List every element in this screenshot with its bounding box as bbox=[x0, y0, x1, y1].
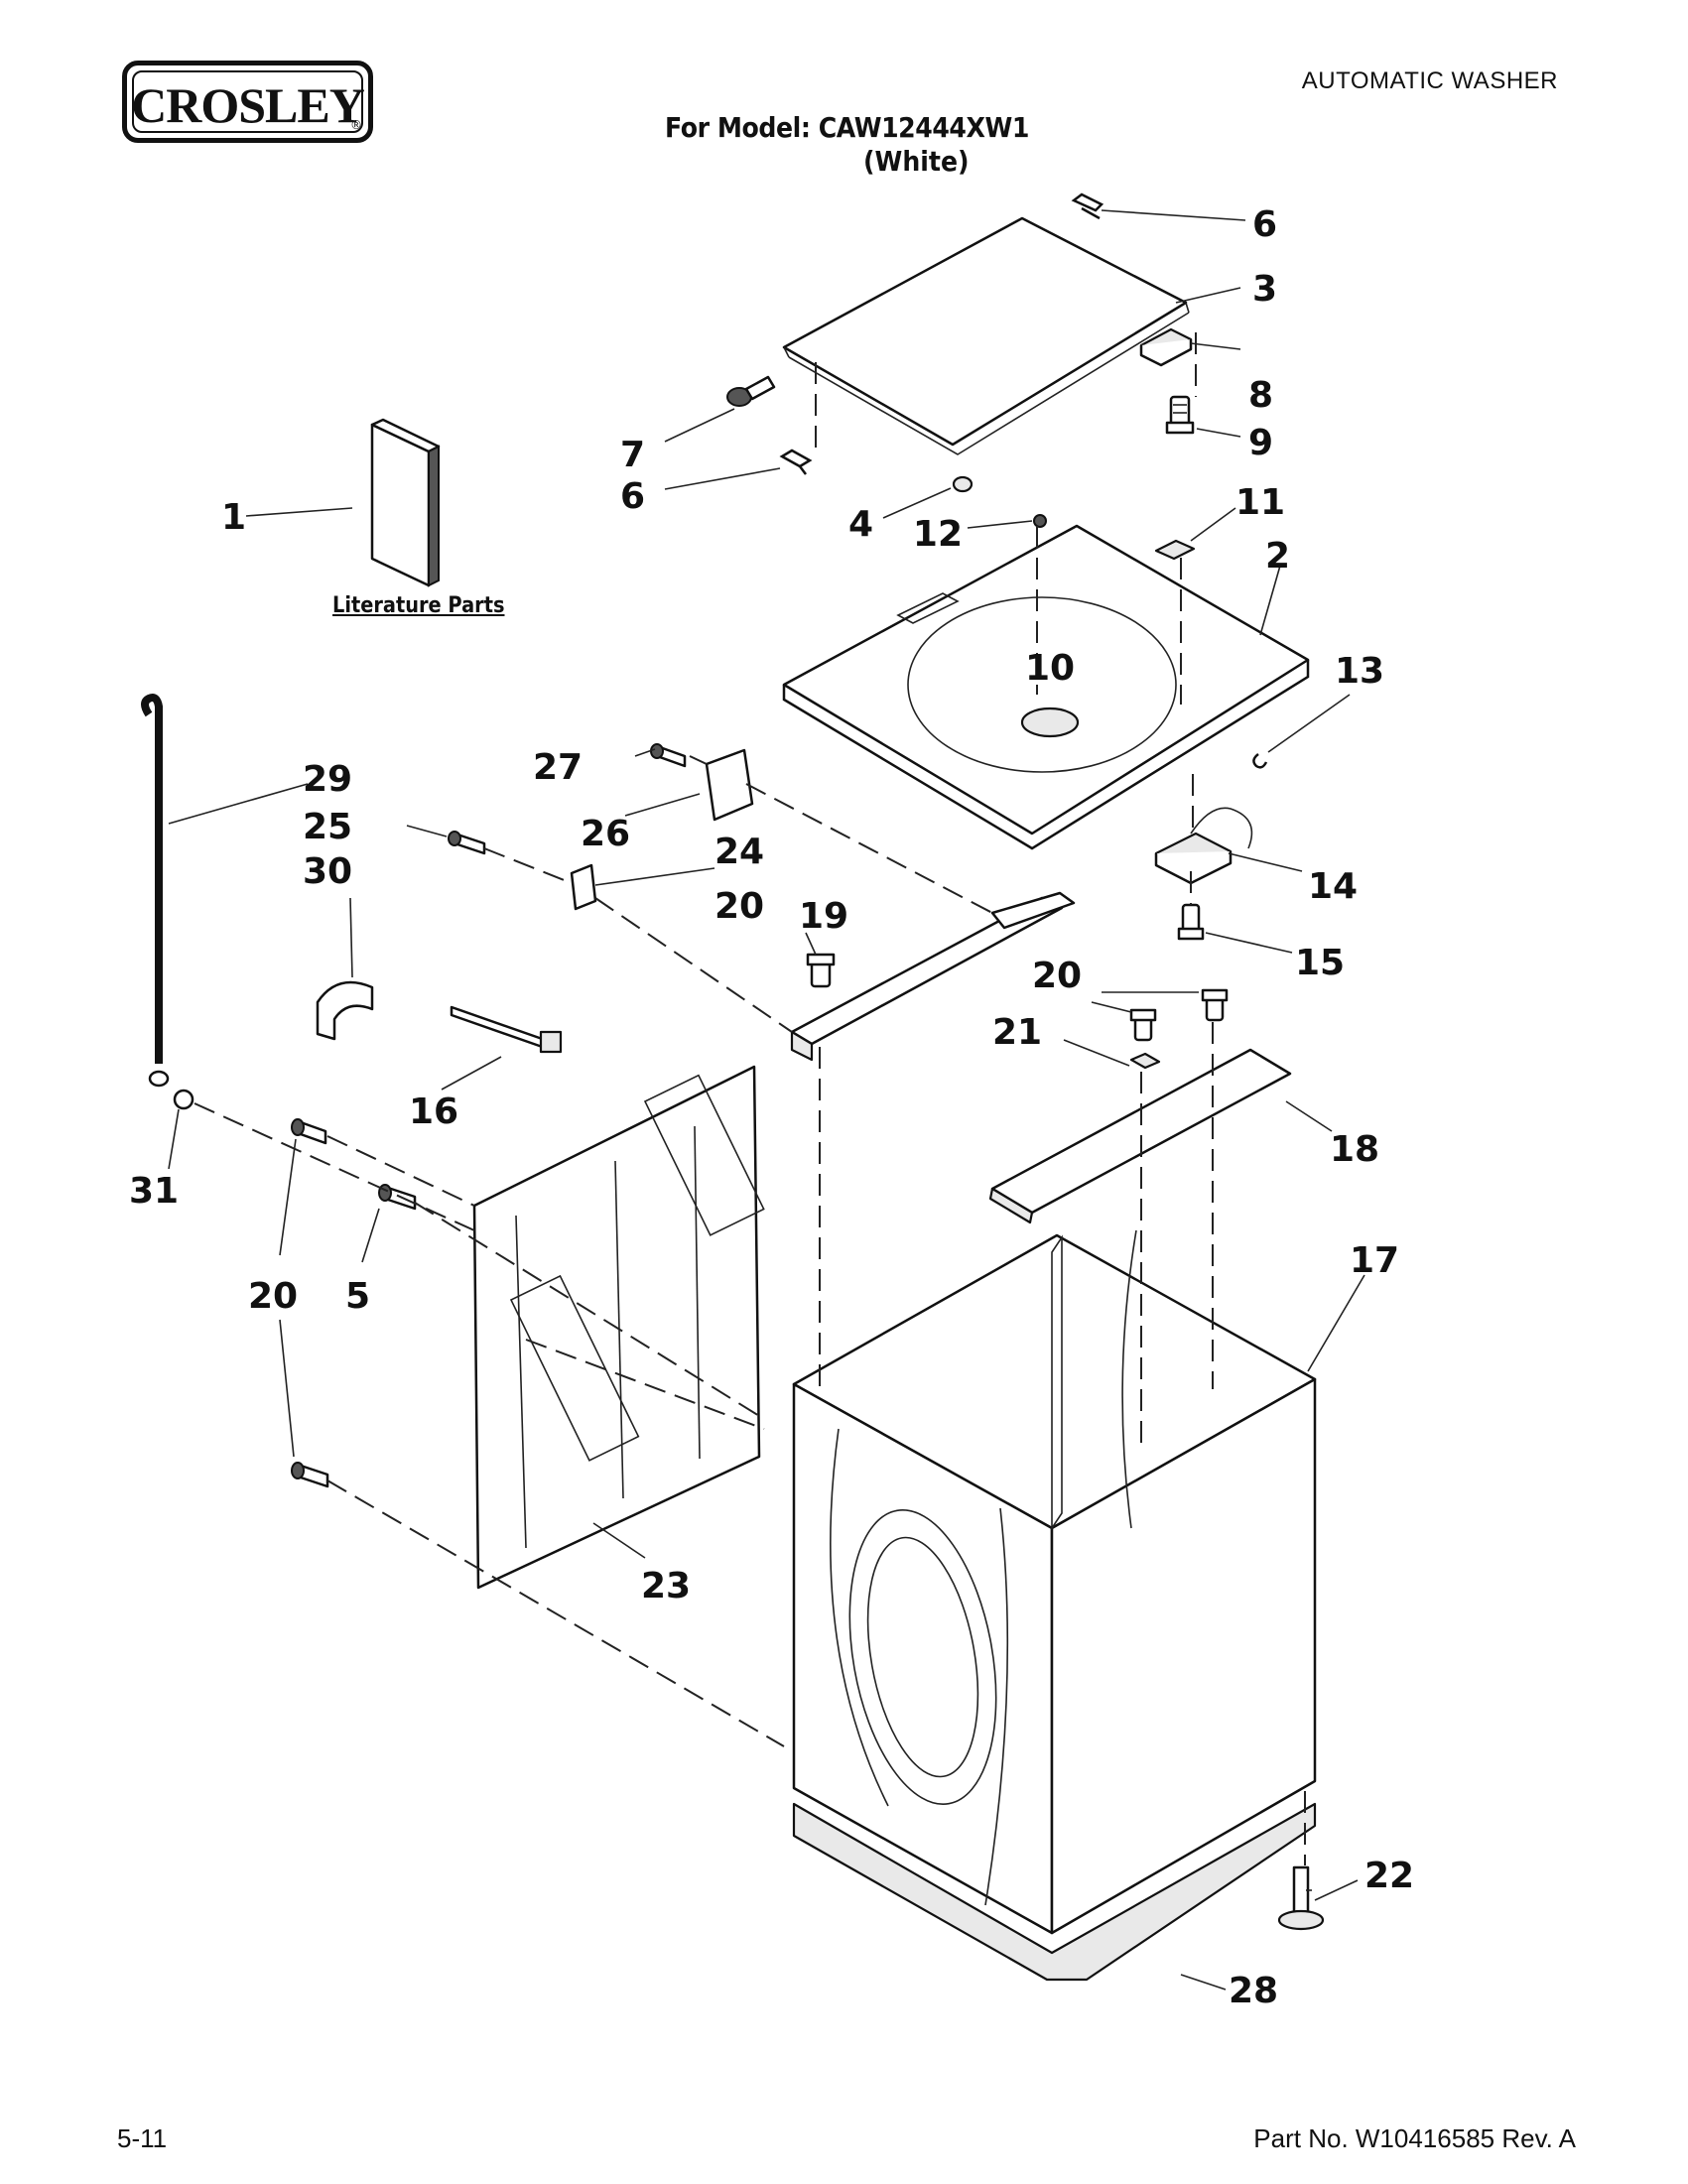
part-front-rail bbox=[988, 1048, 1292, 1224]
part-drain-hose bbox=[141, 694, 170, 1088]
part-clip-21 bbox=[1129, 1052, 1161, 1070]
callout-6-top: 6 bbox=[1252, 204, 1277, 245]
crosley-logo: CROSLEY ® bbox=[122, 61, 373, 143]
part-screw-9 bbox=[1165, 395, 1195, 435]
part-switch-box bbox=[1154, 807, 1253, 885]
callout-30: 30 bbox=[303, 851, 352, 892]
model-number: For Model: CAW12444XW1 bbox=[665, 111, 1029, 144]
part-clip-13 bbox=[1252, 753, 1268, 769]
callout-4: 4 bbox=[848, 504, 873, 545]
callout-22: 22 bbox=[1364, 1856, 1414, 1896]
part-rear-rail bbox=[790, 891, 1076, 1062]
part-strike bbox=[1154, 539, 1196, 561]
callout-24: 24 bbox=[714, 832, 764, 872]
product-type: AUTOMATIC WASHER bbox=[1301, 67, 1558, 94]
callout-20-front: 20 bbox=[1032, 956, 1082, 996]
model-color: (White) bbox=[863, 145, 970, 178]
part-screw-20e bbox=[291, 1462, 329, 1488]
callout-16: 16 bbox=[409, 1092, 458, 1132]
callout-10: 10 bbox=[1025, 648, 1075, 689]
callout-31: 31 bbox=[129, 1171, 179, 1212]
part-base bbox=[792, 1802, 1317, 1982]
part-screw-7 bbox=[726, 375, 776, 407]
callout-8: 8 bbox=[1248, 375, 1273, 416]
callout-27: 27 bbox=[533, 747, 583, 788]
callout-20-rail: 20 bbox=[714, 886, 764, 927]
part-rear-panel bbox=[472, 1065, 765, 1590]
callout-3: 3 bbox=[1252, 269, 1277, 310]
leader-lines bbox=[168, 209, 1365, 1991]
part-strap bbox=[450, 1005, 563, 1054]
part-top-panel bbox=[782, 524, 1310, 850]
part-lid-switch bbox=[1139, 327, 1193, 367]
callout-2: 2 bbox=[1265, 536, 1290, 577]
callout-25: 25 bbox=[303, 807, 352, 847]
callout-18: 18 bbox=[1330, 1129, 1379, 1170]
callout-1: 1 bbox=[221, 497, 246, 538]
part-screw-12 bbox=[1033, 514, 1047, 528]
part-screw-20a bbox=[806, 953, 836, 988]
callout-14: 14 bbox=[1308, 866, 1358, 907]
part-screw-25 bbox=[448, 831, 486, 855]
part-lid bbox=[782, 216, 1190, 455]
part-hinge-top bbox=[1071, 193, 1104, 220]
callout-11: 11 bbox=[1235, 482, 1285, 523]
part-screw-20b bbox=[1129, 1008, 1157, 1042]
footer-date: 5-11 bbox=[117, 2123, 168, 2153]
literature-parts-label: Literature Parts bbox=[332, 593, 505, 618]
callout-23: 23 bbox=[641, 1566, 691, 1606]
callout-5: 5 bbox=[345, 1276, 370, 1317]
part-hinge-lower bbox=[779, 449, 813, 475]
footer-part-number: Part No. W10416585 Rev. A bbox=[1253, 2123, 1576, 2153]
callout-21: 21 bbox=[992, 1012, 1042, 1053]
part-bumper bbox=[952, 475, 974, 493]
callout-12: 12 bbox=[913, 514, 963, 555]
callout-19: 19 bbox=[799, 896, 848, 937]
callout-15: 15 bbox=[1295, 943, 1345, 983]
callout-13: 13 bbox=[1335, 651, 1384, 692]
part-cabinet bbox=[792, 1229, 1317, 1935]
callout-26: 26 bbox=[581, 814, 630, 854]
callout-9: 9 bbox=[1248, 423, 1273, 463]
part-hose-clamp bbox=[173, 1089, 195, 1110]
part-clip-24 bbox=[570, 863, 597, 911]
part-leveling-leg bbox=[1277, 1865, 1325, 1931]
part-bracket-26 bbox=[705, 748, 754, 822]
callout-29: 29 bbox=[303, 759, 352, 800]
part-screw-5 bbox=[378, 1184, 417, 1211]
part-hose-guide bbox=[316, 980, 374, 1041]
callout-7: 7 bbox=[620, 435, 645, 475]
callout-6-lower: 6 bbox=[620, 476, 645, 517]
part-screw-20c bbox=[1201, 988, 1229, 1022]
part-literature bbox=[370, 418, 441, 587]
part-screw-27 bbox=[650, 743, 687, 768]
callout-17: 17 bbox=[1350, 1240, 1399, 1281]
callout-28: 28 bbox=[1229, 1971, 1278, 2011]
part-screw-20d bbox=[291, 1118, 327, 1145]
part-screw-15 bbox=[1177, 903, 1205, 941]
callout-20-left: 20 bbox=[248, 1276, 298, 1317]
